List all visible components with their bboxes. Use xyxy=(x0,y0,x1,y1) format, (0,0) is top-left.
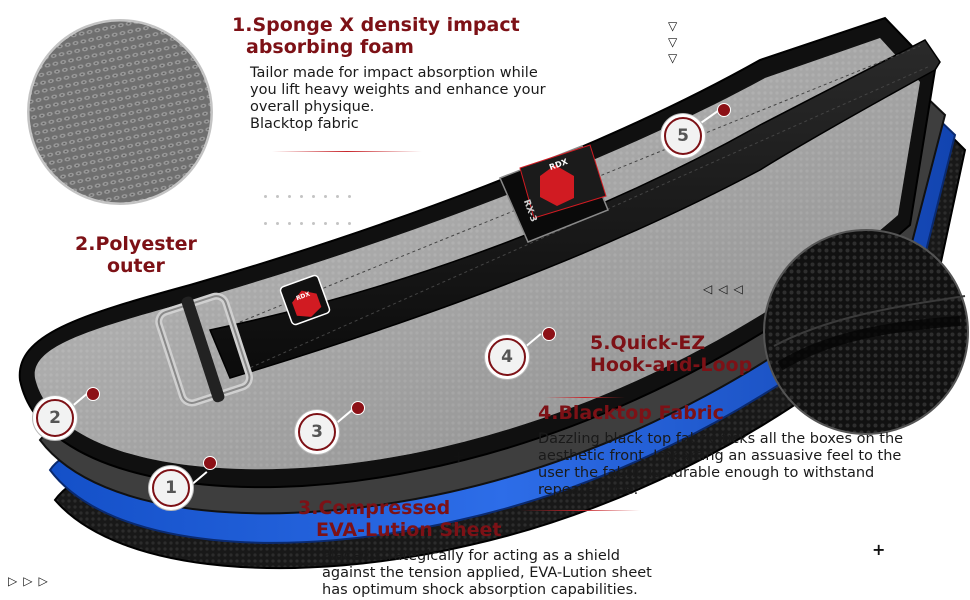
decorative-dots xyxy=(259,183,369,229)
marker-3: 3 xyxy=(298,413,336,451)
right-arrows-icon: ▷▷▷ xyxy=(8,574,54,588)
feature-5-title: 5.Quick-EZ Hook-and-Loop xyxy=(590,332,753,376)
divider-line xyxy=(545,397,625,398)
pointer-dot-2 xyxy=(86,387,100,401)
down-arrows-icon: ▽▽▽ xyxy=(668,19,678,65)
blacktop-zoom-circle xyxy=(763,229,969,435)
feature-1-description: Tailor made for impact absorption while … xyxy=(250,65,546,132)
plus-icon: + xyxy=(452,447,466,466)
rdx-patch xyxy=(279,274,331,326)
left-arrows-icon: ◁◁◁ xyxy=(703,282,749,296)
feature-4-title: 4.Blacktop Fabric xyxy=(538,402,724,424)
rdx-badge xyxy=(498,144,609,243)
black-strap xyxy=(208,39,941,379)
pointer-dot-1 xyxy=(203,456,217,470)
divider-line xyxy=(272,151,422,152)
feature-3-description: Placed strategically for acting as a shi… xyxy=(322,548,652,598)
feature-3-title: 3.Compressed EVA-Lution Sheet xyxy=(298,497,502,541)
buckle xyxy=(155,292,253,407)
polyester-zoom-circle xyxy=(26,18,214,206)
marker-5: 5 xyxy=(664,117,702,155)
marker-1: 1 xyxy=(152,469,190,507)
feature-4-description: Dazzling black top fabric ticks all the … xyxy=(538,431,904,498)
pointer-dot-5 xyxy=(717,103,731,117)
feature-2-title: 2.Polyester outer xyxy=(75,233,197,277)
pointer-dot-3 xyxy=(351,401,365,415)
marker-4: 4 xyxy=(488,338,526,376)
feature-1-title: 1.Sponge X density impact absorbing foam xyxy=(232,14,520,58)
pointer-dot-4 xyxy=(542,327,556,341)
plus-icon: + xyxy=(872,540,886,559)
divider-line xyxy=(520,510,640,511)
marker-2: 2 xyxy=(36,399,74,437)
